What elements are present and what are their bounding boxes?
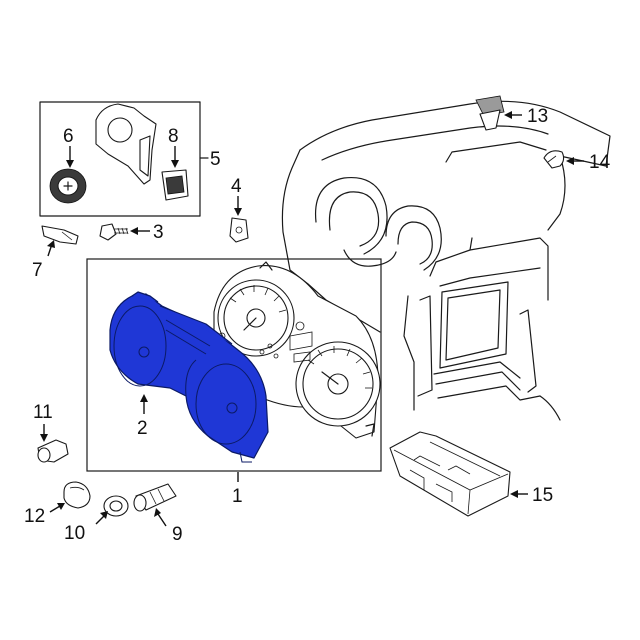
part-12-cap: [63, 481, 91, 509]
switch-assembly-group: [39, 101, 209, 217]
part-14-grommet: [543, 150, 565, 169]
instrument-cluster-gauge-face: [213, 261, 381, 439]
cluster-lens-bezel-highlighted[interactable]: [109, 291, 269, 463]
callout-labels: 1 2 3 4 5 6 7 8 9 10 11 12 13 14 15: [24, 106, 611, 545]
callout-13: 13: [527, 106, 548, 127]
callout-6: 6: [63, 126, 74, 147]
part-10-nut: [103, 495, 129, 517]
part-7-clip: [41, 225, 79, 245]
part-9-bulb: [133, 483, 177, 512]
callout-14: 14: [589, 152, 611, 173]
callout-8: 8: [168, 126, 179, 147]
instrument-cluster-assembly-frame: [86, 258, 382, 472]
callout-10: 10: [64, 523, 85, 544]
part-13-switch: [475, 95, 505, 131]
callout-7: 7: [32, 260, 43, 281]
part-3-screw: [99, 223, 129, 241]
leader-arrows: [40, 111, 584, 527]
callout-3: 3: [153, 222, 164, 243]
part-15-control-module: [389, 431, 511, 517]
callout-9: 9: [172, 524, 183, 545]
callout-12: 12: [24, 506, 45, 527]
callout-4: 4: [231, 176, 242, 197]
callout-1: 1: [232, 486, 243, 507]
part-4-bracket: [229, 217, 249, 243]
callout-15: 15: [532, 485, 553, 506]
callout-2: 2: [137, 418, 148, 439]
callout-11: 11: [33, 402, 53, 423]
part-11-bulb-socket: [37, 439, 69, 463]
callout-5: 5: [210, 149, 221, 170]
